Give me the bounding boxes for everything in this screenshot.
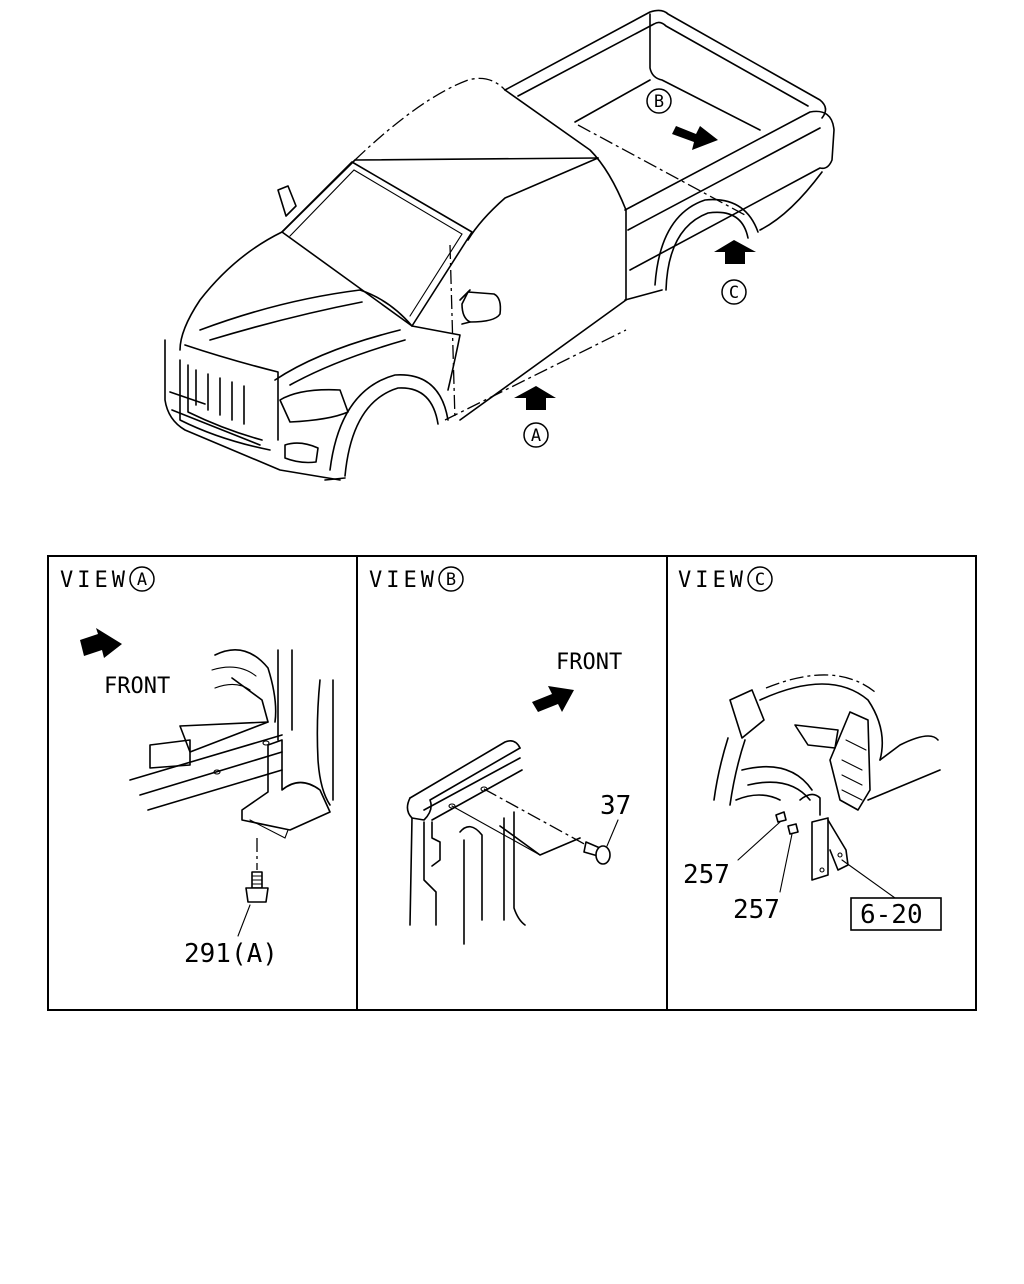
front-label: FRONT: [556, 650, 622, 675]
view-b-letter: B: [446, 570, 456, 590]
front-direction-arrow: [80, 628, 122, 658]
truck-illustration: [164, 9, 835, 481]
reference-box: [850, 897, 942, 931]
view-c-panel: VIEW C: [678, 566, 942, 931]
clip-257-lower: [787, 823, 799, 835]
callout-b-label: B: [654, 92, 664, 112]
wheel-arch-liner-illustration: [713, 674, 941, 881]
view-c-letter: C: [755, 570, 765, 590]
view-a-title: VIEW: [60, 568, 129, 593]
view-c-title: VIEW: [678, 568, 747, 593]
callout-a-label: A: [531, 426, 541, 446]
part-label-257: 257: [733, 895, 780, 925]
view-b-panel: VIEW B FRONT 37: [369, 566, 631, 945]
front-label: FRONT: [104, 674, 170, 699]
screw-37: [583, 841, 611, 865]
flange-bolt-291: [245, 871, 269, 903]
view-b-direction-arrow: [672, 126, 718, 150]
view-a-panel: VIEW A FRONT 291(A): [60, 566, 334, 969]
front-direction-arrow: [532, 686, 574, 712]
detail-panels-frame: [47, 555, 977, 1011]
callout-c-label: C: [729, 283, 739, 303]
callout-c: C: [721, 279, 747, 305]
bed-rail-illustration: [406, 740, 581, 945]
sill-bracket-illustration: [129, 648, 334, 839]
part-label-257: 257: [683, 860, 730, 890]
reference-box-label: 6-20: [860, 900, 923, 930]
clip-257-upper: [775, 811, 787, 823]
view-c-direction-arrow: [714, 240, 756, 264]
callout-b: B: [646, 88, 672, 114]
view-b-title: VIEW: [369, 568, 438, 593]
part-label-291a: 291(A): [184, 939, 278, 969]
view-a-direction-arrow: [514, 386, 556, 410]
view-a-letter: A: [137, 570, 147, 590]
callout-a: A: [523, 422, 549, 448]
part-label-37: 37: [600, 791, 631, 821]
